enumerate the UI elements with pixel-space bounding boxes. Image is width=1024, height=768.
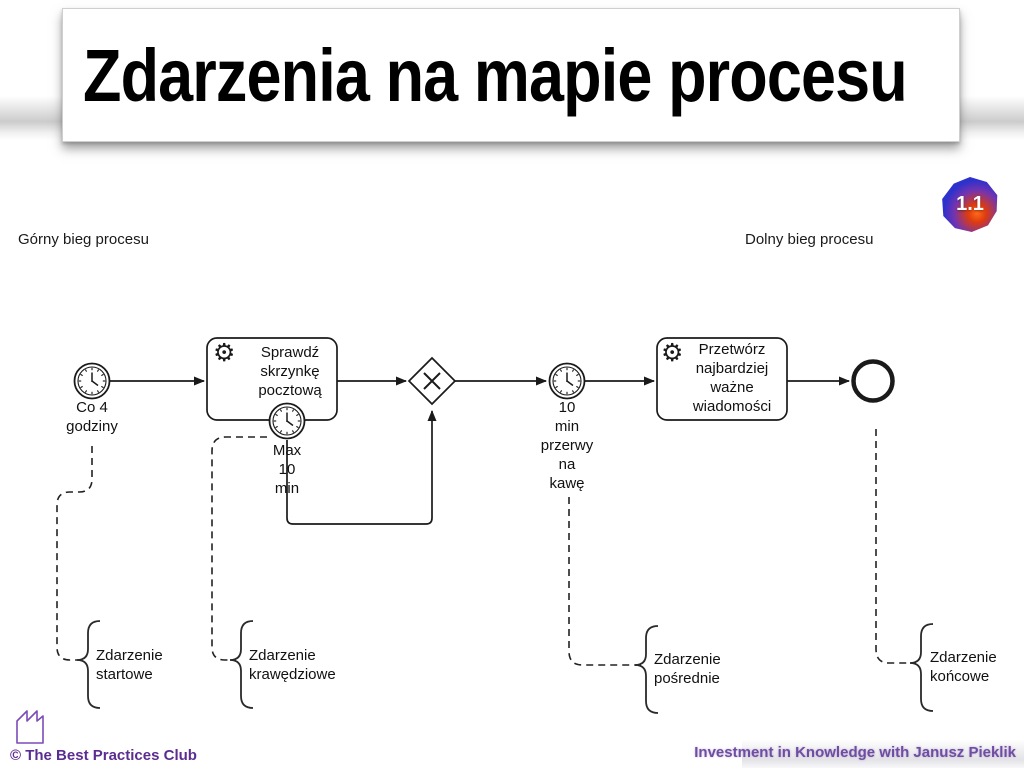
task-check-mail-label: Sprawdź skrzynkę pocztową: [258, 344, 322, 399]
intermediate-timer-event: [548, 362, 586, 400]
flow-boundary-to-gateway: [286, 410, 437, 525]
factory-logo-icon: [16, 710, 44, 744]
task-process-mail-label: Przetwórz najbardziej ważne wiadomości: [692, 341, 772, 415]
boundary-event-label: Max 10 min: [272, 442, 302, 497]
task-process-mail-box: [656, 337, 788, 421]
boundary-timer-event: [268, 402, 306, 440]
annotation-connector-intermediate: [568, 497, 641, 666]
annotation-label-start: Zdarzenie startowe: [96, 647, 163, 683]
end-event: [851, 359, 895, 403]
start-event-label: Co 4 godziny: [66, 399, 118, 435]
gateway-x-icon: [423, 372, 441, 390]
gear-icon: ⚙: [661, 338, 684, 367]
annotation-label-boundary: Zdarzenie krawędziowe: [249, 647, 336, 683]
title-banner: Zdarzenia na mapie procesu: [62, 8, 960, 142]
annotation-bracket-boundary: [229, 620, 254, 709]
annotation-connector-start: [56, 446, 93, 661]
footer-copyright: © The Best Practices Club: [10, 747, 197, 764]
annotation-bracket-start: [76, 620, 101, 709]
start-timer-event: [73, 362, 111, 400]
annotation-connector-boundary: [211, 436, 267, 661]
annotation-label-intermediate: Zdarzenie pośrednie: [654, 651, 721, 687]
annotation-bracket-intermediate: [634, 625, 659, 714]
slide-number: 1.1: [956, 193, 984, 215]
slide-title: Zdarzenia na mapie procesu: [83, 33, 908, 117]
gear-icon: ⚙: [213, 338, 236, 367]
footer-tagline: Investment in Knowledge with Janusz Piek…: [694, 744, 1016, 761]
intermediate-event-label: 10 min przerwy na kawę: [540, 399, 594, 492]
footer-gradient-strip: [742, 739, 1024, 768]
annotation-bracket-end: [909, 623, 934, 712]
lane-label-lower: Dolny bieg procesu: [745, 231, 874, 248]
lane-label-upper: Górny bieg procesu: [18, 231, 149, 248]
annotation-label-end: Zdarzenie końcowe: [930, 649, 997, 685]
slide-number-badge: 1.1: [942, 177, 998, 232]
annotation-connector-end: [875, 429, 916, 664]
